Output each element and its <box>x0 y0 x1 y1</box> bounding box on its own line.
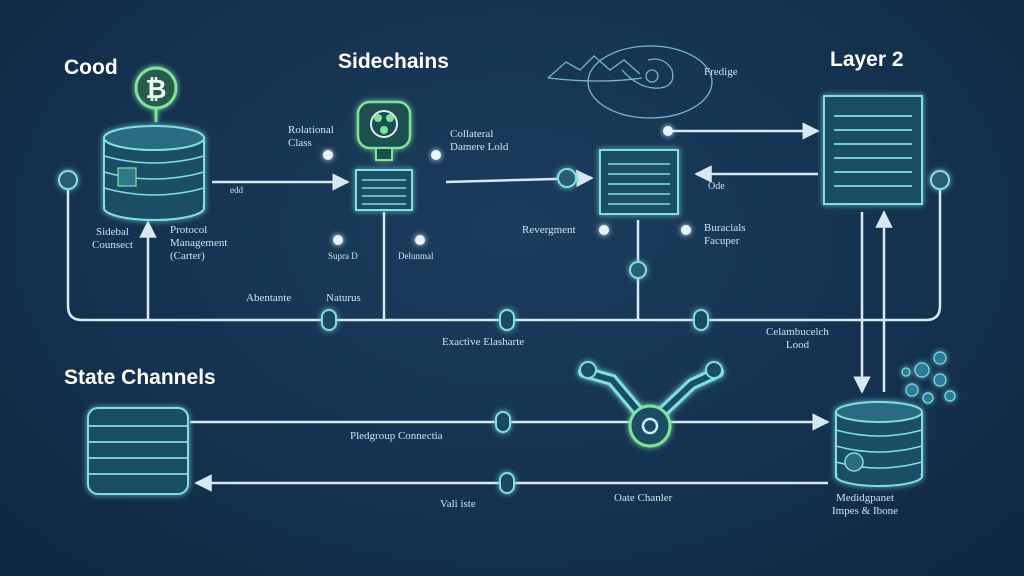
state-channel-stack-icon <box>87 407 189 495</box>
label-ode: Ode <box>708 181 725 192</box>
label-sidebal: Sidebal Counsect <box>92 226 133 251</box>
middle-ledger-icon <box>599 149 679 215</box>
sidechain-block-icon <box>355 169 413 211</box>
bitcoin-coin-icon: ₿ <box>134 66 178 122</box>
label-collateral: Collateral Damere Lold <box>450 128 509 153</box>
label-vali-iste: Vali iste <box>440 498 476 510</box>
state-channel-database-icon <box>835 401 923 487</box>
label-oate: Oate Chanler <box>614 492 673 504</box>
label-edd: edd <box>230 185 243 195</box>
cood-database-icon <box>103 125 205 221</box>
label-delunmal: Delunmal <box>398 251 434 261</box>
robotic-arm-connector-icon <box>578 361 724 448</box>
landscape-sketch-icon <box>547 45 713 119</box>
particle-cluster-icon <box>901 351 956 404</box>
label-rolational: Rolational Class <box>288 124 334 149</box>
label-exactive: Exactive Elasharte <box>442 336 525 348</box>
svg-text:₿: ₿ <box>145 75 166 105</box>
label-celambuce: Celambucelch Lood <box>766 326 829 351</box>
label-abentante: Abentante <box>246 292 292 304</box>
label-fredige: Fredige <box>704 66 738 78</box>
label-naturus: Naturus <box>326 292 361 304</box>
heading-sidechains: Sidechains <box>338 50 449 73</box>
label-supra: Supra D <box>328 251 358 261</box>
label-revergment: Revergment <box>522 224 576 236</box>
label-protocol: Protocol Management (Carter) <box>170 224 228 262</box>
label-pledgroup: Pledgroup Connectia <box>350 430 443 442</box>
label-mediggnet: Medidgpanet Impes & Ibone <box>832 492 898 517</box>
layer2-block-icon <box>823 95 923 205</box>
heading-cood: Cood <box>64 56 118 79</box>
connector-nodes <box>58 126 950 494</box>
sidechain-gear-icon <box>356 100 412 161</box>
heading-state-channels: State Channels <box>64 366 216 389</box>
heading-layer2: Layer 2 <box>830 48 904 71</box>
label-buracials: Buracials Facuper <box>704 222 746 247</box>
